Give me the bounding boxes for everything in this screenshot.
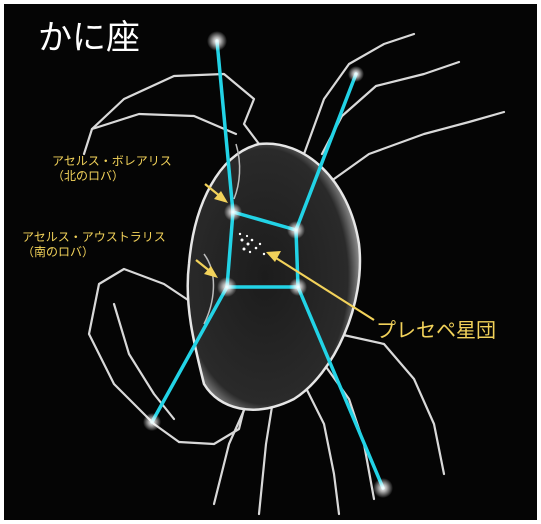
star-delta-right [287,221,305,239]
asellus-borealis-name: アセルス・ボレアリス [52,154,172,169]
star-beta [373,478,393,498]
asellus-australis-label: アセルス・アウストラリス （南のロバ） [22,230,166,260]
star-alpha [143,413,161,431]
praesepe-label: プレセペ星団 [376,318,496,342]
star-iota [207,31,227,51]
star-upper-right [348,66,364,82]
asellus-borealis-label: アセルス・ボレアリス （北のロバ） [52,154,172,184]
asellus-australis-name: アセルス・アウストラリス [22,230,166,245]
star-asellus-borealis [224,203,242,221]
asellus-borealis-alias: （北のロバ） [52,169,172,184]
constellation-title: かに座 [38,18,140,58]
constellation-figure: かに座 アセルス・ボレアリス （北のロバ） アセルス・アウストラリス （南のロバ… [4,4,537,520]
asellus-australis-alias: （南のロバ） [22,245,166,260]
cancer-illustration [4,4,537,520]
star-lower-right [289,278,307,296]
star-asellus-australis [217,277,237,297]
